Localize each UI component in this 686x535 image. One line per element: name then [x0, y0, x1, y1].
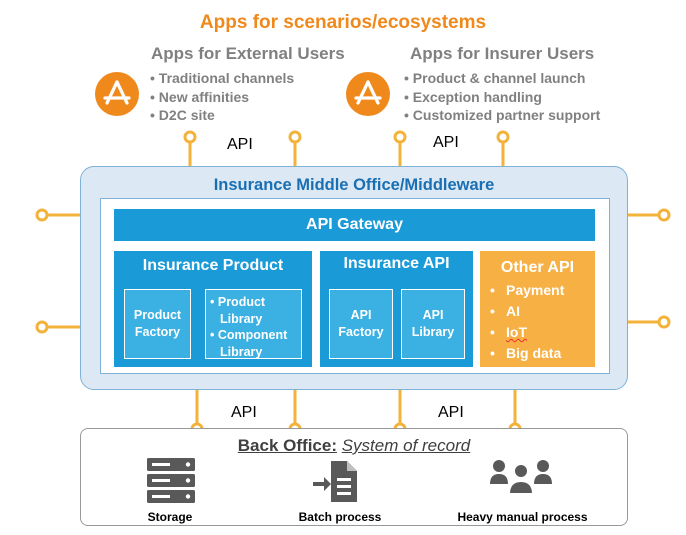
api-label-top-right: API — [433, 134, 459, 151]
other-api-title: Other API — [500, 259, 575, 276]
list-item: Product & channel launch — [404, 69, 600, 88]
api-label-bottom-right: API — [438, 404, 464, 421]
insurance-api-title: Insurance API — [343, 255, 450, 272]
list-item: Product Library — [210, 294, 301, 327]
heavy-manual-process-label: Heavy manual process — [457, 510, 588, 524]
list-item: Customized partner support — [404, 106, 600, 125]
external-users-list: Traditional channels New affinities D2C … — [150, 69, 294, 125]
product-factory-label: Product Factory — [133, 308, 182, 339]
api-gateway: API Gateway — [114, 209, 595, 241]
other-api-panel: Other API Payment AI IoT Big data — [480, 251, 595, 367]
app-store-icon — [346, 72, 390, 116]
list-item: IoT — [490, 322, 564, 343]
list-item: D2C site — [150, 106, 294, 125]
document-import-icon — [311, 458, 359, 509]
people-group-icon — [490, 458, 552, 501]
insurer-users-title: Apps for Insurer Users — [410, 44, 595, 63]
server-icon — [147, 458, 195, 509]
product-factory-card: Product Factory — [124, 289, 191, 359]
list-item: Big data — [490, 343, 564, 364]
back-office-title-bold: Back Office: — [237, 436, 337, 455]
list-item: AI — [490, 301, 564, 322]
api-library-label: API Library — [411, 308, 455, 339]
insurance-api-panel: Insurance API API Factory API Library — [320, 251, 473, 367]
api-factory-label: API Factory — [338, 308, 384, 339]
list-item: Exception handling — [404, 88, 600, 107]
diagram-title: Apps for scenarios/ecosystems — [199, 12, 487, 33]
middle-office-title: Insurance Middle Office/Middleware — [213, 176, 495, 194]
product-libraries-card: Product Library Component Library — [205, 289, 302, 359]
list-item: Payment — [490, 280, 564, 301]
list-item: Component Library — [210, 327, 301, 360]
list-item: Traditional channels — [150, 69, 294, 88]
list-item: New affinities — [150, 88, 294, 107]
insurance-product-panel: Insurance Product Product Factory Produc… — [114, 251, 312, 367]
back-office-title-italic: System of record — [341, 436, 471, 455]
insurance-product-title: Insurance Product — [142, 257, 284, 274]
storage-label: Storage — [147, 510, 193, 524]
back-office-title: Back Office: System of record — [80, 436, 628, 456]
insurer-users-list: Product & channel launch Exception handl… — [404, 69, 600, 125]
app-store-icon — [95, 72, 139, 116]
api-library-card: API Library — [401, 289, 465, 359]
api-factory-card: API Factory — [329, 289, 393, 359]
batch-process-label: Batch process — [298, 510, 382, 524]
api-label-bottom-left: API — [231, 404, 257, 421]
product-libraries-list: Product Library Component Library — [206, 290, 301, 360]
other-api-list: Payment AI IoT Big data — [490, 280, 564, 364]
api-label-top-left: API — [227, 136, 253, 153]
external-users-title: Apps for External Users — [151, 44, 345, 63]
